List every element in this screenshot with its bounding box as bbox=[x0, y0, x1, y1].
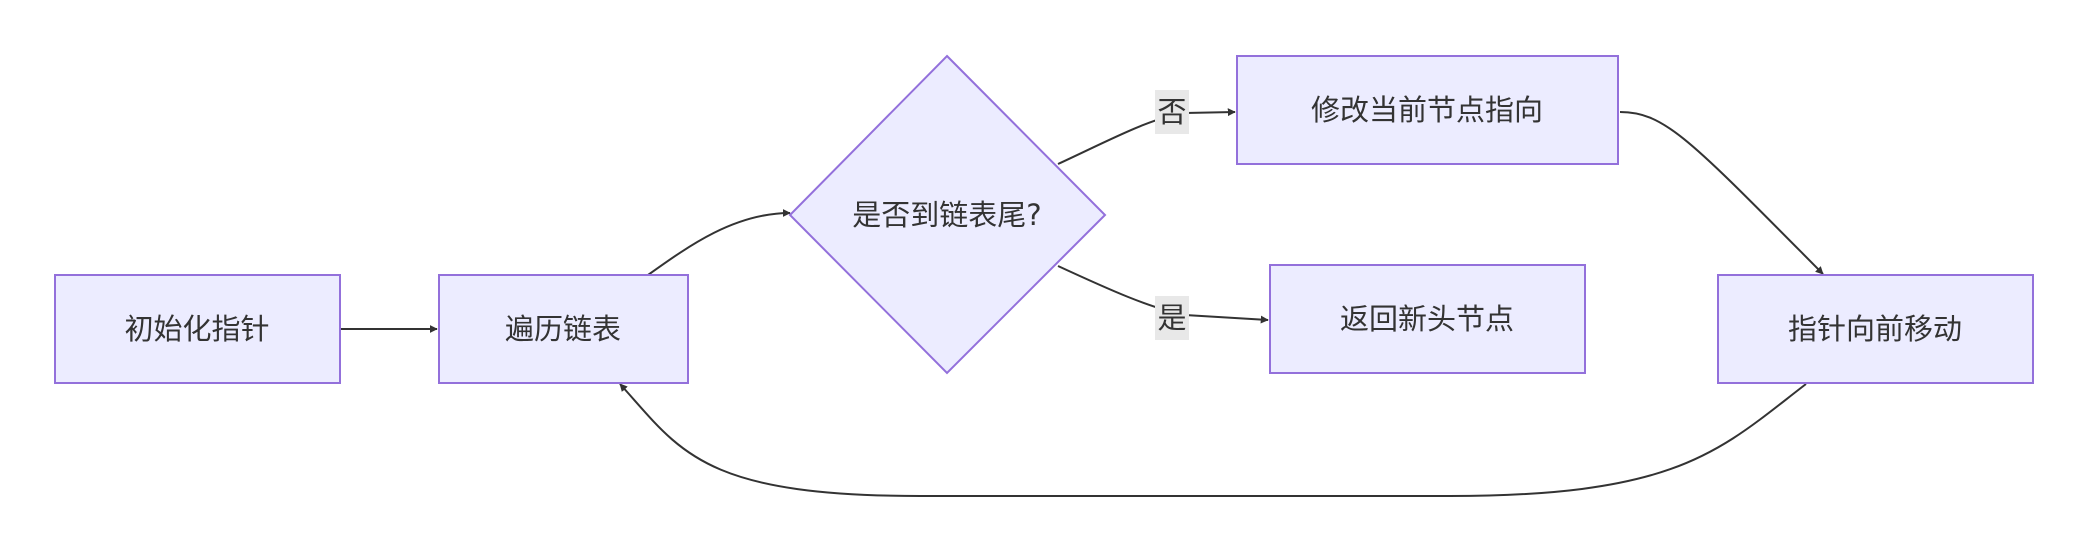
node-traverse[interactable]: 遍历链表 bbox=[438, 274, 689, 384]
node-traverse-box bbox=[438, 274, 689, 384]
node-decision[interactable]: 是否到链表尾? bbox=[788, 54, 1107, 375]
node-move[interactable]: 指针向前移动 bbox=[1717, 274, 2034, 384]
node-modify-label: 修改当前节点指向 bbox=[1311, 93, 1543, 127]
node-move-box bbox=[1717, 274, 2034, 384]
edge-label-no-text: 否 bbox=[1157, 95, 1186, 129]
edge-move-to-traverse bbox=[619, 383, 1807, 497]
edge-label-yes: 是 bbox=[1155, 296, 1189, 340]
node-move-label: 指针向前移动 bbox=[1788, 312, 1962, 346]
node-init-label: 初始化指针 bbox=[124, 312, 269, 346]
node-traverse-label: 遍历链表 bbox=[505, 312, 621, 346]
node-return-head-label: 返回新头节点 bbox=[1340, 302, 1514, 336]
edge-traverse-to-decision bbox=[647, 209, 791, 276]
node-modify[interactable]: 修改当前节点指向 bbox=[1236, 55, 1619, 165]
node-return-head[interactable]: 返回新头节点 bbox=[1269, 264, 1586, 374]
node-init[interactable]: 初始化指针 bbox=[54, 274, 341, 384]
edge-label-no-bg bbox=[1155, 90, 1189, 134]
node-modify-box bbox=[1236, 55, 1619, 165]
node-decision-diamond bbox=[788, 54, 1107, 375]
edge-label-yes-text: 是 bbox=[1157, 301, 1186, 335]
edge-label-no: 否 bbox=[1155, 90, 1189, 134]
edges bbox=[340, 108, 1824, 497]
edge-modify-to-move bbox=[1619, 111, 1824, 275]
node-decision-label: 是否到链表尾? bbox=[852, 198, 1041, 232]
edge-label-yes-bg bbox=[1155, 296, 1189, 340]
node-return-head-box bbox=[1269, 264, 1586, 374]
node-init-box bbox=[54, 274, 341, 384]
edge-decision-to-modify bbox=[1057, 108, 1236, 165]
